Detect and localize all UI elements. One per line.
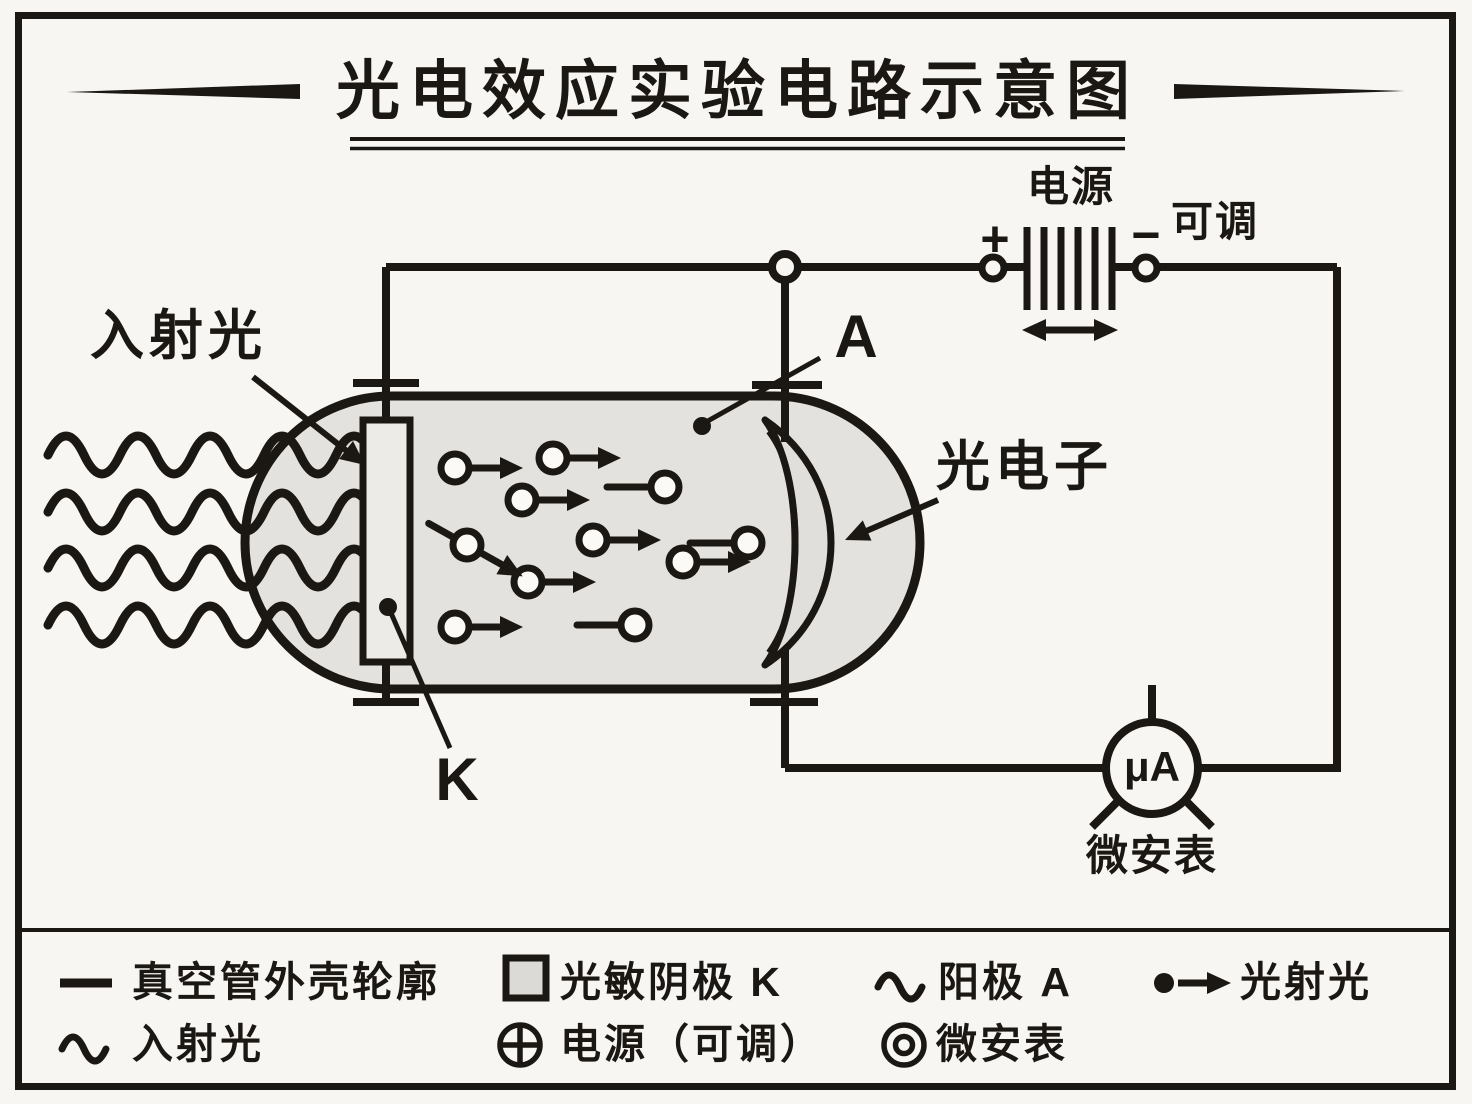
photoelectron-arrowhead bbox=[845, 520, 872, 541]
anode-leader-dot bbox=[693, 417, 711, 435]
power-supply bbox=[978, 227, 1161, 341]
electron-arrow bbox=[535, 440, 621, 476]
meter-leg-right bbox=[1182, 797, 1215, 830]
light-wave bbox=[43, 601, 377, 649]
electrode-leads bbox=[353, 267, 822, 768]
incident-light-waves bbox=[43, 431, 377, 649]
annotation-leaders bbox=[251, 355, 940, 750]
legend-symbols bbox=[58, 954, 1231, 1068]
adjustable-range-arrow bbox=[1022, 319, 1118, 341]
anode-plate-inner-line bbox=[766, 430, 799, 654]
title-dash-right bbox=[1174, 84, 1405, 99]
photoelectron-leader bbox=[862, 497, 940, 535]
electron-trail bbox=[573, 607, 653, 643]
legend-label-power: 电源（可调） bbox=[560, 1021, 824, 1067]
wire-junction-node bbox=[768, 250, 802, 284]
legend-wave-symbol bbox=[58, 1033, 110, 1065]
legend-label-tube-outline: 真空管外壳轮廓 bbox=[132, 959, 440, 1005]
legend-label-anode: 阳极 A bbox=[938, 959, 1073, 1005]
electron-arrow bbox=[437, 450, 523, 486]
electron-arrow bbox=[665, 544, 751, 580]
adjustable-label: 可调 bbox=[1170, 198, 1259, 245]
anode-label: A bbox=[834, 303, 878, 370]
title-decoration bbox=[67, 84, 1405, 151]
photoelectron-label: 光电子 bbox=[936, 437, 1113, 497]
legend-label-meter: 微安表 bbox=[936, 1021, 1068, 1067]
power-supply-label: 电源 bbox=[1026, 163, 1115, 210]
legend-label-cathode: 光敏阴极 K bbox=[560, 959, 783, 1005]
meter-leg-left bbox=[1089, 797, 1122, 830]
electron-arrow bbox=[504, 482, 590, 518]
electron-arrow-diagonal bbox=[425, 519, 523, 577]
power-terminal-positive bbox=[978, 253, 1008, 283]
light-wave bbox=[43, 431, 377, 479]
legend-square-symbol bbox=[502, 954, 550, 1002]
cathode-leader-dot bbox=[379, 598, 397, 616]
incident-light-arrowhead bbox=[339, 441, 365, 465]
legend-circle-plus-symbol bbox=[497, 1022, 543, 1068]
electron-arrow bbox=[437, 609, 523, 645]
incident-light-label: 入射光 bbox=[90, 306, 267, 366]
cathode-label: K bbox=[435, 746, 479, 813]
adjust-arrow-head-left bbox=[1022, 319, 1046, 341]
positive-sign: + bbox=[980, 211, 1010, 267]
title-dash-left bbox=[67, 84, 300, 99]
right-wire bbox=[1198, 267, 1341, 772]
light-wave bbox=[43, 544, 377, 592]
legend-label-emitted-light: 光射光 bbox=[1240, 959, 1372, 1005]
legend-dot-symbol bbox=[1154, 973, 1174, 993]
photoelectrons bbox=[425, 440, 766, 645]
meter-unit: μA bbox=[1123, 743, 1181, 790]
light-wave bbox=[43, 488, 377, 536]
battery-cells bbox=[1023, 227, 1116, 310]
adjust-arrow-head-right bbox=[1094, 319, 1118, 341]
cathode-leader bbox=[388, 611, 453, 750]
electron-trail bbox=[686, 525, 766, 561]
anode-plate bbox=[761, 416, 835, 669]
legend-label-incident-light: 入射光 bbox=[132, 1021, 264, 1067]
meter-dial bbox=[1102, 718, 1202, 818]
anode-leader bbox=[704, 355, 822, 425]
legend-arrow-head bbox=[1207, 972, 1231, 994]
legend-wave-symbol bbox=[874, 971, 926, 1003]
incident-light-leader bbox=[251, 374, 350, 455]
electron-arrow bbox=[575, 522, 661, 558]
circuit-wires bbox=[386, 263, 1341, 772]
outer-border bbox=[15, 12, 1456, 1090]
meter-label: 微安表 bbox=[1085, 832, 1218, 879]
diagram-title: 光电效应实验电路示意图 bbox=[336, 55, 1139, 127]
cathode-plate bbox=[359, 416, 414, 666]
electron-trail bbox=[603, 469, 683, 505]
microammeter bbox=[1089, 685, 1215, 830]
legend-circle-dot-symbol bbox=[881, 1022, 927, 1068]
negative-sign: − bbox=[1131, 207, 1161, 263]
power-terminal-negative bbox=[1131, 253, 1161, 283]
